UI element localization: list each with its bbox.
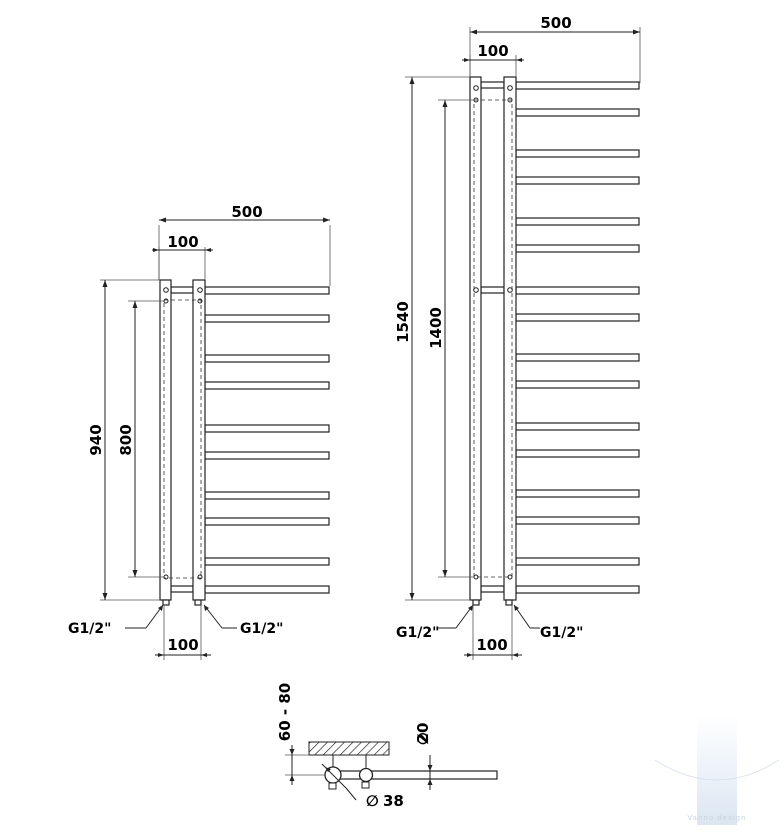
right-radiator-bar-6 [515,244,640,253]
right-dim-width-tubes-top: 100 [462,42,524,77]
left-radiator-bar-4 [204,381,330,390]
tube-cross-member [480,585,505,593]
svg-text:1400: 1400 [427,307,445,349]
right-thread-label-right: G1/2" [540,625,583,641]
left-radiator-tube-right [192,279,206,601]
right-dim-height-connection: 1400 [427,99,474,578]
right-radiator-hidden-line [473,99,513,578]
right-valve-right [505,599,513,606]
svg-text:∅: ∅ [366,792,379,810]
tube-cross-member [480,286,505,294]
left-radiator-bar-8 [204,517,330,526]
side-view-tube-back [358,767,374,783]
left-radiator-hidden-line [163,299,202,579]
tube-cross-member [170,585,194,593]
svg-text:100: 100 [477,42,508,60]
left-dim-width-total: 500 [158,203,331,286]
svg-text:500: 500 [540,14,571,32]
right-radiator-bar-9 [515,353,640,362]
left-radiator-tube-left [159,279,172,601]
right-radiator-bars [480,81,640,594]
svg-text:800: 800 [117,424,135,455]
svg-text:100: 100 [476,636,507,654]
svg-text:100: 100 [167,636,198,654]
left-radiator-bar-5 [204,424,330,433]
side-dim-tube-diameter: ∅ 38 [321,763,404,810]
right-radiator-tube-left [469,76,482,601]
svg-text:20: 20 [414,723,432,744]
left-dim-width-tubes-bottom: 100 [155,605,211,660]
svg-text:940: 940 [87,424,105,455]
left-radiator-bar-6 [204,451,330,460]
right-valve-left [472,599,480,606]
left-dim-height-connection: 800 [117,300,164,578]
left-radiator-bar-2 [204,314,330,323]
right-dim-width-total: 500 [469,14,641,83]
left-thread-label-left: G1/2" [68,621,111,637]
svg-text:38: 38 [383,792,404,810]
side-dim-wall-distance: 60 - 80 [276,683,325,785]
left-dim-width-tubes-top: 100 [152,233,213,280]
right-dim-width-tubes-bottom: 100 [464,605,522,660]
svg-text:60 - 80: 60 - 80 [276,683,294,741]
right-radiator-bar-10 [515,380,640,389]
left-radiator-bar-7 [204,491,330,500]
right-radiator: 500 100 1540 1400 [394,14,641,660]
right-radiator-bar-5 [515,217,640,226]
right-radiator-bar-12 [515,449,640,458]
right-radiator-tube-right [503,76,517,601]
left-dim-height-total: 940 [87,279,160,601]
svg-text:∅: ∅ [414,732,432,745]
side-view: 60 - 80 ∅ 20 ∅ 38 [276,683,498,810]
right-radiator-bar-3 [515,149,640,158]
left-valve-right [194,599,202,606]
svg-text:500: 500 [231,203,262,221]
side-dim-bar-diameter: ∅ 20 [414,723,433,790]
left-radiator-bar-9 [204,557,330,566]
right-radiator-bar-11 [515,422,640,431]
right-radiator-bar-2 [515,108,640,117]
right-dim-height-total: 1540 [394,76,470,601]
left-valve-left [162,599,170,606]
left-radiator-bar-3 [204,354,330,363]
right-thread-callouts: G1/2" G1/2" [396,604,583,641]
right-radiator-bar-7 [515,286,640,295]
right-radiator-bar-15 [515,557,640,566]
watermark-text: Vanno design [687,814,746,822]
left-radiator: 500 100 940 800 [68,203,331,660]
right-thread-label-left: G1/2" [396,625,439,641]
right-radiator-bar-4 [515,176,640,185]
watermark-logo: Vanno design [654,715,780,825]
left-radiator-bar-1 [204,286,330,295]
right-radiator-bar-14 [515,516,640,525]
tube-cross-member [170,286,194,294]
right-radiator-bar-8 [515,313,640,322]
tube-cross-member [480,81,505,89]
left-thread-callouts: G1/2" G1/2" [68,604,283,637]
side-view-wall [308,741,390,756]
svg-text:1540: 1540 [394,301,412,343]
right-radiator-bar-16 [515,585,640,594]
left-radiator-bar-10 [204,585,330,594]
right-radiator-bar-13 [515,489,640,498]
left-thread-label-right: G1/2" [240,621,283,637]
right-radiator-bar-1 [515,81,640,90]
svg-text:100: 100 [167,233,198,251]
